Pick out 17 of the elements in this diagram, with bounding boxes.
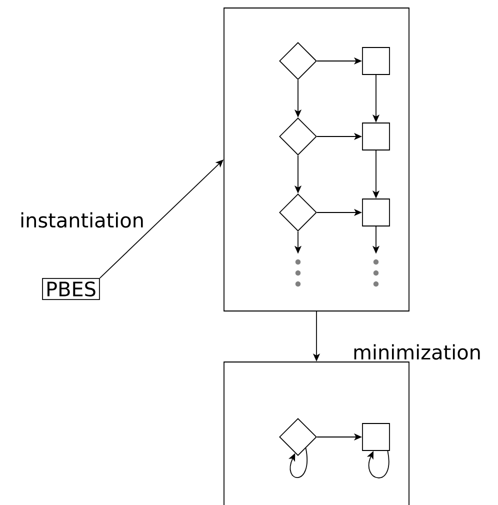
edge-label: instantiation [18,211,146,229]
square-box [362,423,390,451]
ellipsis-dots [295,259,301,287]
frame-box [224,8,410,312]
text-box: PBES [42,278,100,300]
square-box [362,198,390,226]
diamond-node [279,418,317,456]
arrow [366,450,390,478]
diamond-node [279,194,317,232]
arrow [288,448,308,478]
edge-label: minimization [352,343,482,361]
square-box [362,47,390,75]
square-box [362,122,390,150]
frame-box [224,362,410,505]
diamond-node [279,118,317,156]
ellipsis-dots [373,259,379,287]
diamond-node [279,42,317,80]
